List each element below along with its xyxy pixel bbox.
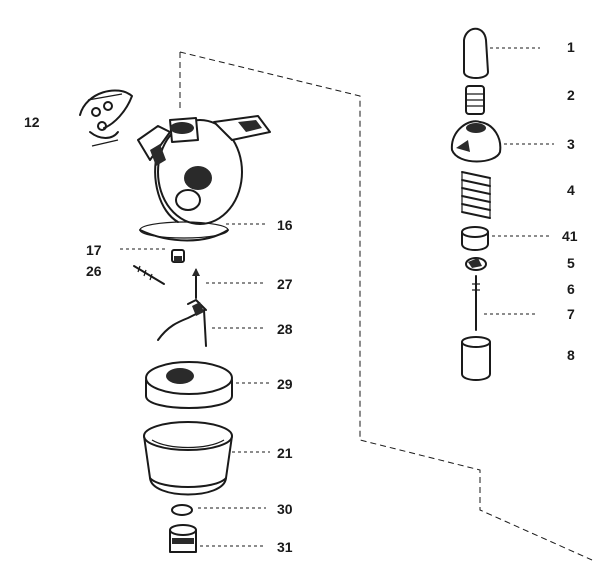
part-2-adjuster: [465, 85, 485, 115]
callout-41: 41: [562, 228, 578, 244]
part-29-float: [145, 361, 233, 409]
part-26-screw: [133, 265, 165, 285]
callout-7: 7: [567, 306, 575, 322]
part-41-retainer: [461, 226, 489, 251]
callout-12: 12: [24, 114, 40, 130]
part-30-gasket: [171, 504, 193, 516]
part-17-jet: [171, 249, 185, 263]
callout-8: 8: [567, 347, 575, 363]
part-28-lever: [157, 299, 207, 347]
callout-2: 2: [567, 87, 575, 103]
callout-29: 29: [277, 376, 293, 392]
callout-3: 3: [567, 136, 575, 152]
callout-17: 17: [86, 242, 102, 258]
callout-31: 31: [277, 539, 293, 555]
carburetor-body: [137, 115, 271, 242]
callout-6: 6: [567, 281, 575, 297]
part-3-top: [450, 120, 502, 163]
part-4-spring: [461, 171, 491, 219]
part-12-clip: [79, 89, 133, 147]
part-31-nut: [169, 524, 197, 553]
callout-28: 28: [277, 321, 293, 337]
callout-16: 16: [277, 217, 293, 233]
part-5-clip: [465, 257, 487, 271]
callout-5: 5: [567, 255, 575, 271]
callout-27: 27: [277, 276, 293, 292]
callout-26: 26: [86, 263, 102, 279]
part-21-bowl: [143, 421, 233, 496]
callout-21: 21: [277, 445, 293, 461]
callout-30: 30: [277, 501, 293, 517]
callout-4: 4: [567, 182, 575, 198]
part-7-needle: [472, 275, 480, 331]
part-1-cap: [463, 27, 489, 79]
part-27-pin: [192, 268, 200, 299]
alignment-outline: [179, 51, 593, 561]
part-8-slide: [461, 336, 491, 381]
callout-1: 1: [567, 39, 575, 55]
